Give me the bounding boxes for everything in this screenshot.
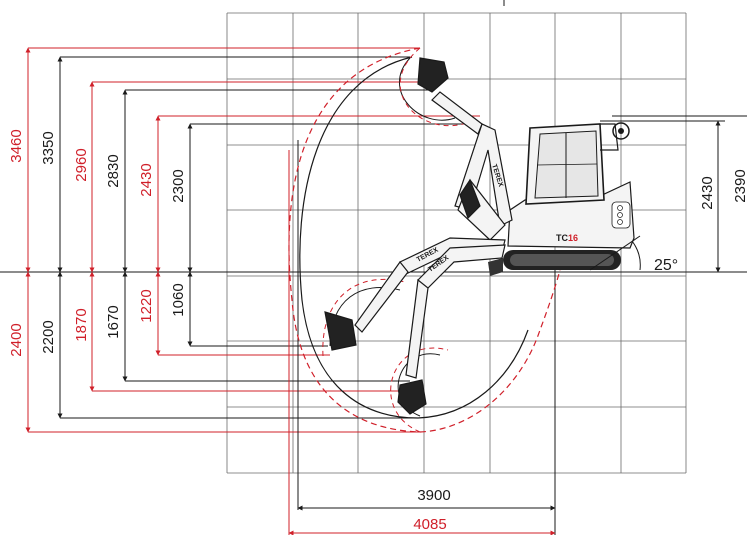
model-badge: TC16 bbox=[556, 233, 578, 243]
dim-label-3350: 3350 bbox=[40, 131, 57, 164]
right-dimension-labels: 2430 2390 bbox=[699, 169, 747, 209]
excavator-machine: TC16 25° bbox=[488, 122, 678, 276]
dim-label-2300: 2300 bbox=[170, 169, 187, 202]
reach-label-4085: 4085 bbox=[413, 516, 446, 533]
height-dimension-lines bbox=[25, 47, 480, 273]
dim-label-1670: 1670 bbox=[105, 305, 122, 338]
right-dimension-lines bbox=[600, 115, 747, 273]
dim-label-2430: 2430 bbox=[138, 163, 155, 196]
boom-mid bbox=[457, 178, 506, 241]
dim-label-2960: 2960 bbox=[73, 148, 90, 181]
reach-label-3900: 3900 bbox=[417, 487, 450, 504]
depth-dimension-labels: 2400 2200 1870 1670 1220 1060 bbox=[8, 283, 187, 356]
dim-label-2200: 2200 bbox=[40, 320, 57, 353]
height-dimension-labels: 3460 3350 2960 2830 2430 2300 bbox=[8, 129, 187, 202]
angle-label: 25° bbox=[654, 257, 678, 274]
dim-label-1870: 1870 bbox=[73, 308, 90, 341]
boom-deep: TEREX bbox=[397, 244, 506, 415]
dim-label-2400: 2400 bbox=[8, 323, 25, 356]
dim-label-right-2430: 2430 bbox=[699, 176, 716, 209]
dim-label-1220: 1220 bbox=[138, 289, 155, 322]
working-range-envelope bbox=[288, 47, 561, 433]
depth-dimension-lines bbox=[25, 271, 420, 433]
reach-dimension-lines bbox=[288, 140, 556, 535]
dim-label-3460: 3460 bbox=[8, 129, 25, 162]
dim-label-2830: 2830 bbox=[105, 154, 122, 187]
dozer-blade bbox=[488, 258, 503, 276]
dim-label-1060: 1060 bbox=[170, 283, 187, 316]
dim-label-right-2390: 2390 bbox=[732, 169, 747, 202]
beacon-icon bbox=[612, 122, 630, 140]
